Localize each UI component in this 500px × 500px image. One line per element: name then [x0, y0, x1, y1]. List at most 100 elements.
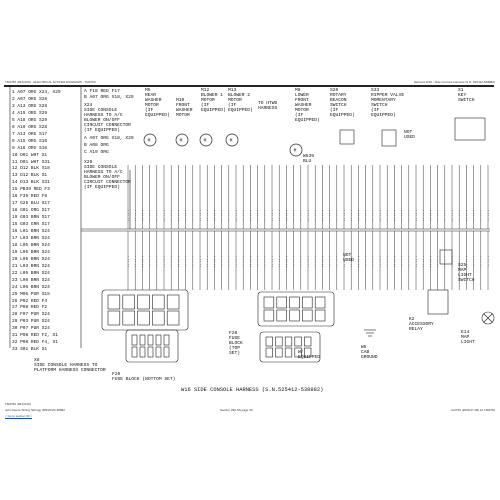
footer-link[interactable]: < Go to section 90 > — [5, 414, 33, 418]
wire-code: ····· — [387, 209, 391, 222]
wire-code: ····· — [408, 209, 412, 222]
not-used-label-1: NOT USED — [404, 130, 416, 140]
left-table-row: 3 A13 ORG S28 — [12, 103, 48, 109]
wire-code: ····· — [307, 255, 311, 268]
left-table-row: 33 S01 BLK S1 — [12, 347, 48, 353]
fuse-slot — [122, 310, 135, 326]
left-table-row: 10 D01 WHT S1 — [12, 152, 48, 158]
wire-code: ····· — [149, 255, 153, 268]
wire-code: ····· — [444, 255, 448, 268]
wire-code: ····· — [394, 209, 398, 222]
wire-code: ····· — [451, 255, 455, 268]
wire-code: ····· — [293, 209, 297, 222]
x18-row-b: B A07 ORG X18, X29 — [84, 95, 134, 100]
wire-code: ····· — [358, 209, 362, 222]
footer-left-bottom: John Deere Wiring (Wiring) (8/6/2015) 38… — [5, 408, 65, 412]
left-table-row: 15 G03 GRN S17 — [12, 222, 50, 228]
wire-code: ····· — [423, 209, 427, 222]
m8-label: M8 LOWER FRONT WASHER MOTOR (IF EQUIPPED… — [295, 88, 320, 123]
left-table-row: 27 P08 RED F2 — [12, 305, 48, 311]
fuse-slot — [304, 347, 312, 358]
wire-code: ····· — [379, 209, 383, 222]
left-table-row: 6 A19 ORG S28 — [12, 124, 48, 130]
wire-code: ····· — [178, 255, 182, 268]
motor-symbol — [199, 133, 213, 147]
s20-switch — [339, 129, 355, 145]
wire-code: ····· — [243, 209, 247, 222]
wire-code: ····· — [199, 209, 203, 222]
fuse-slot — [289, 296, 300, 309]
equipped-label: W/ EQUIPPED — [298, 350, 321, 360]
left-table-row: 21 L03 BRN S24 — [12, 263, 50, 269]
wire-code: ····· — [127, 209, 131, 222]
left-table-row: 24 L06 BRN S24 — [12, 284, 50, 290]
wire-code: ····· — [250, 255, 254, 268]
m13-label: M13 BLOWER 2 MOTOR (IF EQUIPPED) — [228, 88, 253, 113]
wire-code: ····· — [156, 209, 160, 222]
wire-code: ····· — [243, 255, 247, 268]
x18-row-a: A F18 RED F17 — [84, 89, 120, 94]
k2-relay-box — [427, 289, 449, 315]
fuse-slot — [314, 296, 326, 309]
fuse-slot — [302, 296, 313, 309]
wire-code: ····· — [351, 255, 355, 268]
fuse-block-outline — [259, 331, 321, 363]
fuse-slot — [304, 336, 312, 347]
left-table-row: 30 P07 PUR S24 — [12, 326, 50, 332]
left-table-row: 32 P08 RED F4, S1 — [12, 340, 58, 346]
left-table-row: 31 P08 RED F2, S1 — [12, 333, 58, 339]
wire-code: ····· — [207, 209, 211, 222]
s1-key-switch — [454, 117, 486, 141]
fuse-slot — [289, 309, 300, 322]
s25-label: S25 MAP LIGHT SWITCH — [458, 263, 475, 283]
wire-code: ····· — [343, 255, 347, 268]
wire-code: ····· — [401, 209, 405, 222]
fuse-slot — [139, 334, 146, 346]
fuse-slot — [265, 347, 273, 358]
left-table-row: 8 A15 ORG S16 — [12, 138, 48, 144]
fuse-slot — [155, 346, 162, 358]
wire-code: ····· — [271, 255, 275, 268]
wire-code: ····· — [401, 255, 405, 268]
wire-code: ····· — [192, 209, 196, 222]
fuse-slot — [131, 334, 138, 346]
wire-code: ····· — [487, 255, 491, 268]
wire-code: ····· — [207, 255, 211, 268]
fuse-slot — [294, 347, 302, 358]
fuse-slot — [275, 347, 283, 358]
e14-label: E14 MAP LIGHT — [461, 330, 475, 345]
fuse-slot — [166, 294, 180, 310]
wire-code: ····· — [315, 255, 319, 268]
left-table-row: 26 P02 RED F4 — [12, 298, 48, 304]
wire-code: ····· — [329, 255, 333, 268]
fuse-slot — [107, 310, 121, 326]
x29-title: X29 SIDE CONSOLE HARNESS TO A/C BLOWER O… — [84, 160, 131, 190]
fuse-slot — [275, 336, 283, 347]
motor-letter: M — [180, 138, 183, 144]
f20-top-label: F20 FUSE BLOCK (TOP SET) — [229, 331, 243, 356]
left-table-row: 22 L05 BRN S24 — [12, 270, 50, 276]
left-table-row: 16 L01 BRN S24 — [12, 229, 50, 234]
left-table-row: 9 A16 ORG S16 — [12, 145, 48, 151]
fuse-slot — [276, 296, 287, 309]
left-table-row: 5 A18 ORG S29 — [12, 117, 48, 123]
left-table-row: 2 A07 ORG S28 — [12, 96, 48, 102]
left-table-row: 15 PB39 RED F3 — [12, 187, 50, 193]
w539-label: W539 BLU — [303, 154, 315, 164]
wire-code: ····· — [372, 209, 376, 222]
wire-code: ····· — [379, 255, 383, 268]
wire-code: ····· — [480, 209, 484, 222]
wire-code: ····· — [293, 255, 297, 268]
wire-code: ····· — [336, 209, 340, 222]
s25-switch-box — [439, 249, 453, 265]
wire-code: ····· — [257, 209, 261, 222]
fuse-slot — [152, 294, 165, 310]
motor-letter: M — [148, 138, 151, 144]
left-table-row: 29 P03 PUR S24 — [12, 319, 50, 325]
wire-code: ····· — [199, 255, 203, 268]
fuse-slot — [284, 336, 293, 347]
fuse-block-outline — [257, 291, 335, 327]
wire-code: ····· — [178, 209, 182, 222]
